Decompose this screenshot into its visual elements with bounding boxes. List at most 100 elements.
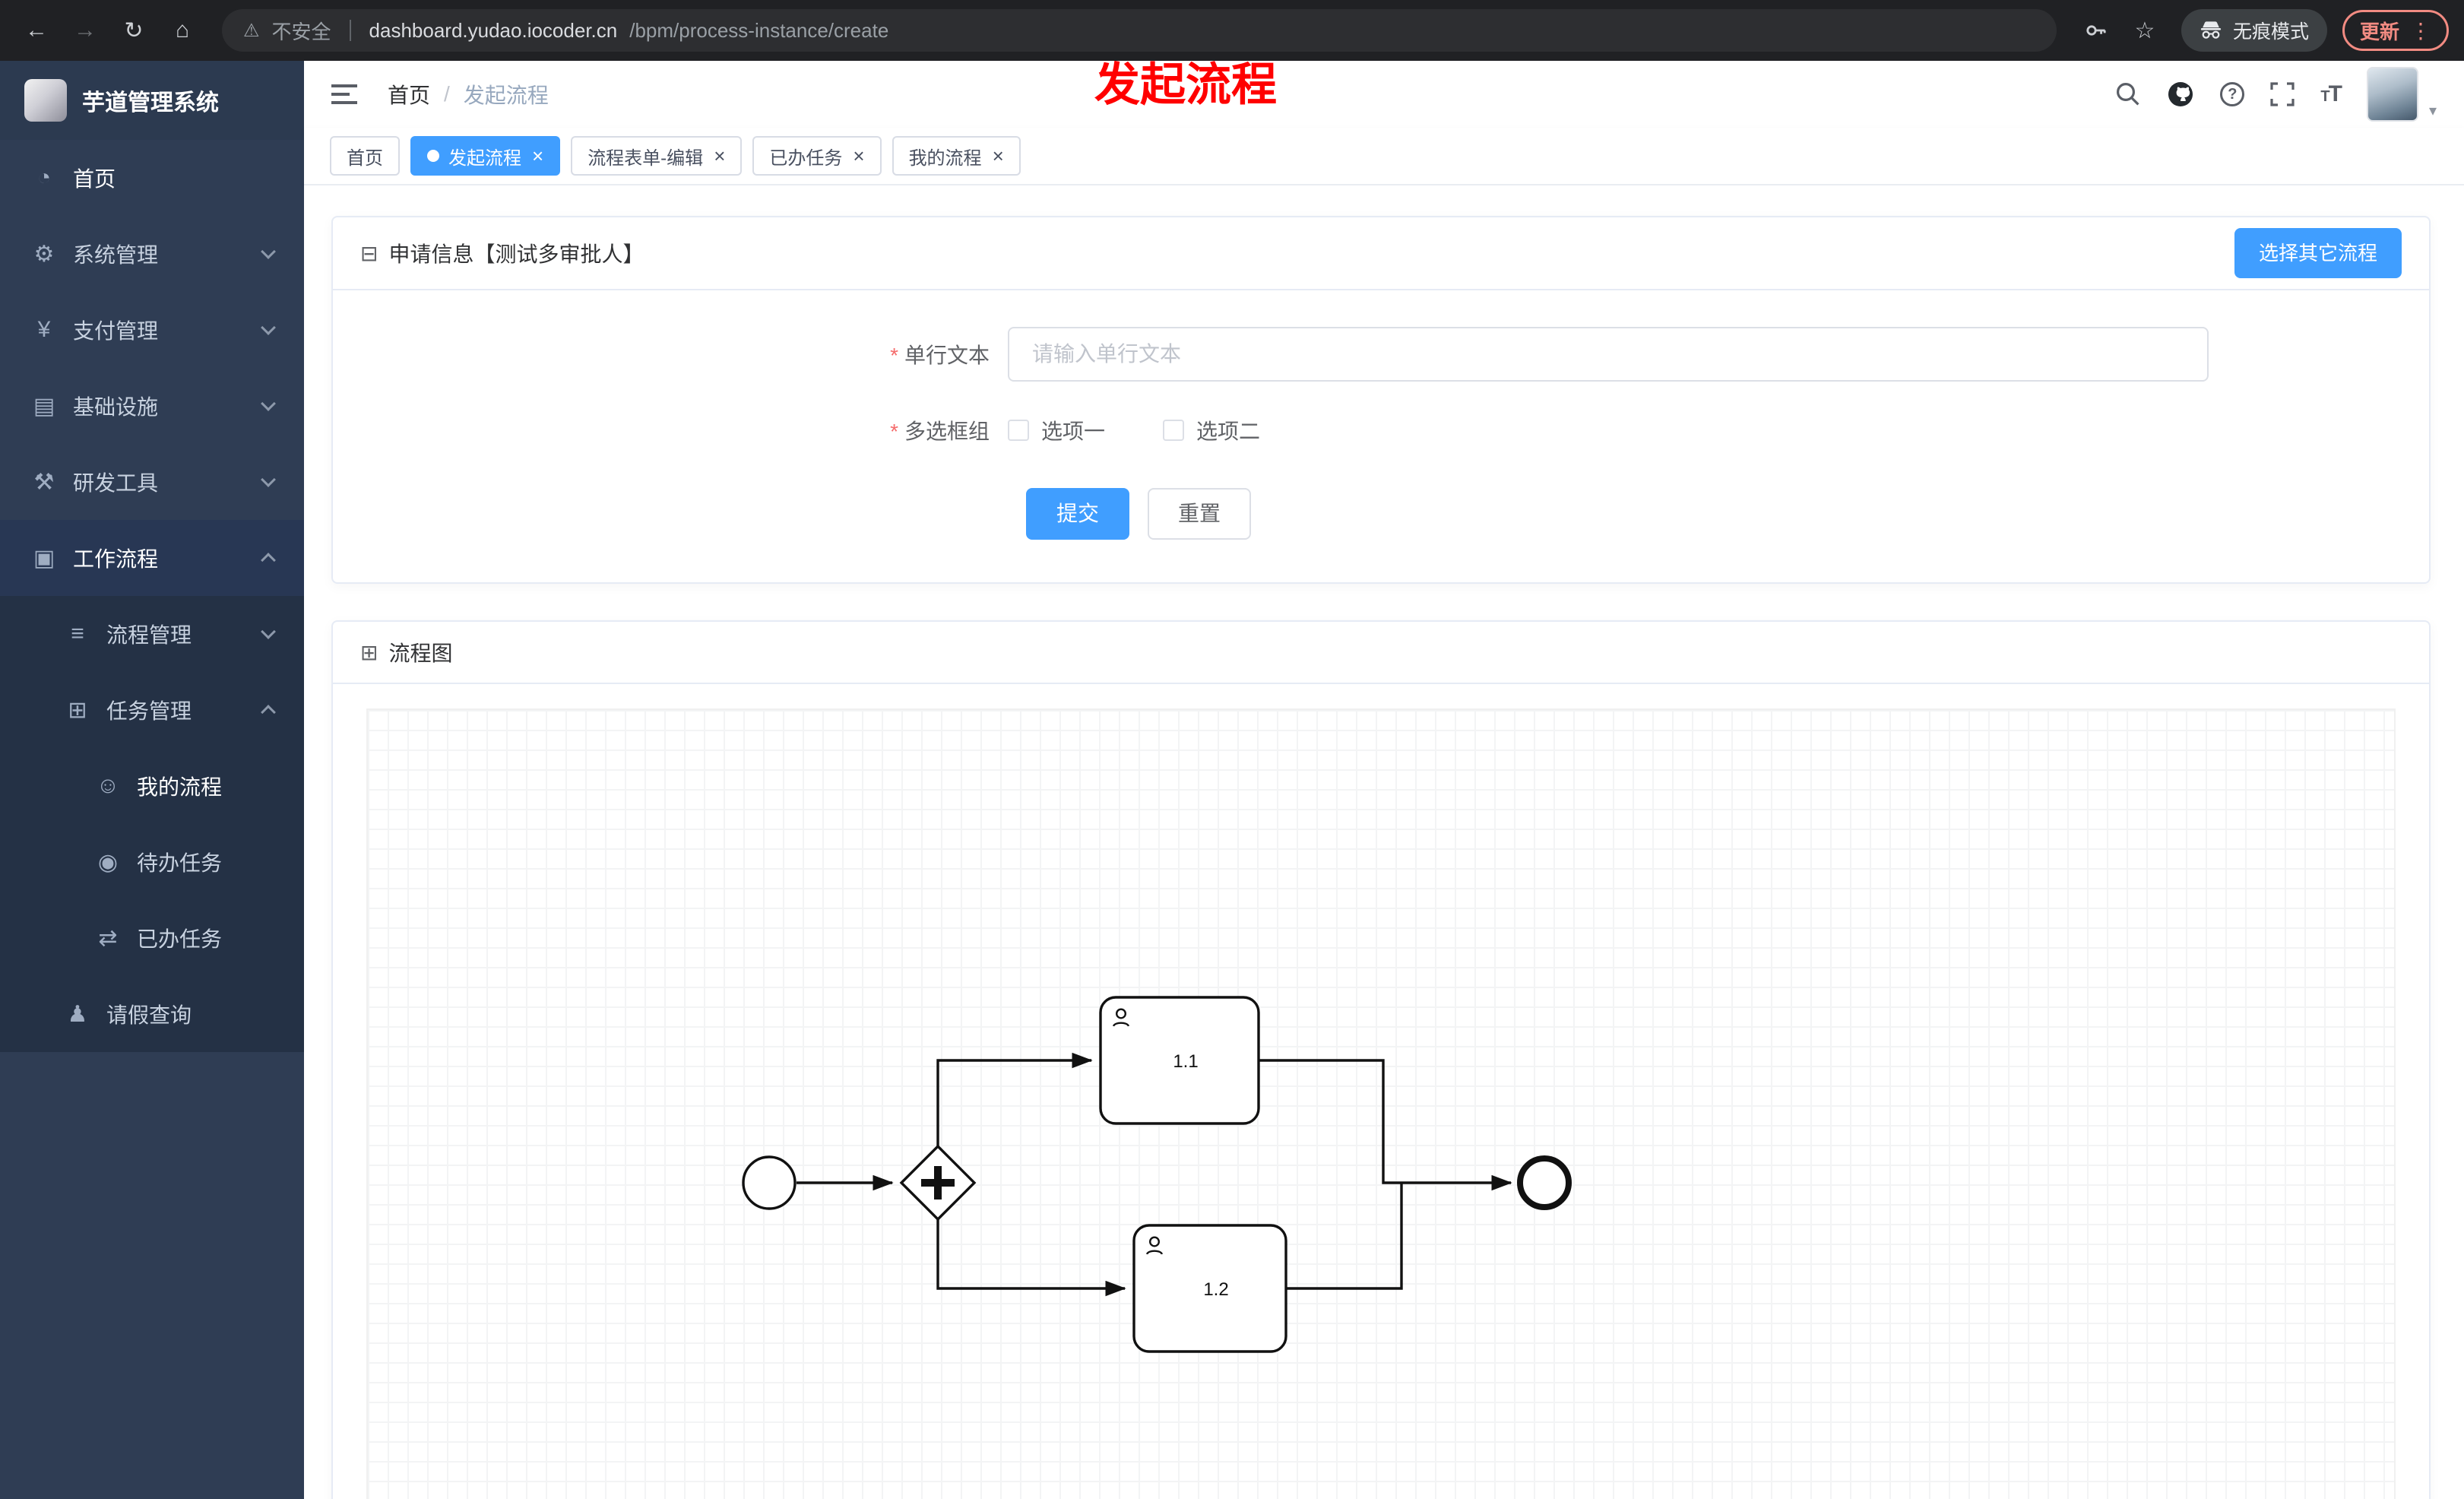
browser-toolbar: ← → ↻ ⌂ ⚠ 不安全 dashboard.yudao.iocoder.cn… — [0, 0, 2464, 61]
option-two-checkbox[interactable] — [1163, 420, 1185, 441]
option-one-checkbox[interactable] — [1008, 420, 1029, 441]
sidebar-collapse-icon[interactable] — [331, 84, 357, 104]
home-icon[interactable]: ⌂ — [175, 17, 190, 43]
menu-label: 任务管理 — [106, 699, 192, 723]
security-label[interactable]: 不安全 — [271, 20, 331, 43]
required-asterisk: * — [890, 344, 898, 367]
star-icon[interactable]: ☆ — [2134, 17, 2155, 43]
avatar-caret-icon[interactable]: ▾ — [2428, 103, 2437, 119]
close-icon[interactable]: × — [532, 144, 544, 167]
sidebar-item-system[interactable]: ⚙ 系统管理 — [0, 216, 304, 292]
chevron-down-icon — [261, 244, 276, 259]
sidebar-item-process-management[interactable]: ≡ 流程管理 — [0, 596, 304, 672]
process-list-icon: ≡ — [71, 621, 84, 646]
key-icon[interactable] — [2075, 9, 2117, 52]
form-card-title: 申请信息【测试多审批人】 — [388, 242, 645, 266]
end-event[interactable] — [1517, 1155, 1572, 1210]
app-title: 芋道管理系统 — [82, 90, 219, 116]
tags-view-bar: 首页 发起流程 × 流程表单-编辑 × 已办任务 × 我的流程 × — [304, 128, 2464, 185]
incognito-icon — [2200, 19, 2222, 42]
tab-process-form-edit[interactable]: 流程表单-编辑 × — [571, 136, 743, 176]
forward-icon[interactable]: → — [74, 17, 97, 43]
chevron-down-icon — [261, 320, 276, 335]
yen-icon: ¥ — [37, 317, 51, 342]
option-two: 选项二 — [1163, 415, 1260, 445]
font-size-icon[interactable]: TT — [2320, 81, 2342, 106]
sidebar-item-task-management[interactable]: ⊞ 任务管理 — [0, 672, 304, 748]
github-icon[interactable] — [2167, 81, 2194, 108]
incognito-badge[interactable]: 无痕模式 — [2181, 9, 2327, 52]
tab-done-tasks[interactable]: 已办任务 × — [752, 136, 882, 176]
address-bar[interactable]: ⚠ 不安全 dashboard.yudao.iocoder.cn/bpm/pro… — [222, 9, 2057, 52]
sidebar-item-workflow[interactable]: ▣ 工作流程 — [0, 520, 304, 596]
breadcrumb: 首页 / 发起流程 — [388, 79, 549, 109]
fullscreen-icon[interactable] — [2270, 82, 2295, 106]
application-form-card: ⊟ 申请信息【测试多审批人】 选择其它流程 *单行文本 *多选框组 — [331, 216, 2431, 584]
sidebar-item-home[interactable]: ◔ 首页 — [0, 140, 304, 216]
close-icon[interactable]: × — [992, 144, 1004, 167]
reset-button[interactable]: 重置 — [1148, 488, 1252, 540]
task-1-1-label: 1.1 — [1173, 1051, 1198, 1072]
sidebar-item-done-tasks[interactable]: ⇄ 已办任务 — [0, 900, 304, 976]
flow-gateway-to-task1 — [936, 1052, 1093, 1146]
form-body: *单行文本 *多选框组 选项一 — [333, 290, 2429, 582]
sidebar-item-leave-query[interactable]: ♟ 请假查询 — [0, 976, 304, 1052]
sidebar: 芋道管理系统 ◔ 首页 ⚙ 系统管理 ¥ 支付管理 ▤ 基础设施 — [0, 61, 304, 1499]
tab-label: 流程表单-编辑 — [587, 147, 704, 169]
menu-label: 工作流程 — [73, 547, 159, 571]
checkbox-group-label: *多选框组 — [890, 420, 990, 443]
user-task-1-2[interactable] — [1132, 1224, 1287, 1353]
menu-label: 基础设施 — [73, 395, 159, 419]
menu-label: 我的流程 — [137, 775, 223, 799]
option-two-label[interactable]: 选项二 — [1196, 420, 1261, 443]
update-button[interactable]: 更新 ⋮ — [2342, 10, 2449, 51]
tab-my-process[interactable]: 我的流程 × — [892, 136, 1021, 176]
start-event[interactable] — [742, 1155, 797, 1210]
bpmn-canvas[interactable]: 1.1 1.2 — [366, 708, 2396, 1499]
search-icon[interactable] — [2115, 81, 2141, 107]
close-icon[interactable]: × — [714, 144, 726, 167]
close-icon[interactable]: × — [853, 144, 865, 167]
required-asterisk: * — [890, 420, 898, 443]
tab-label: 首页 — [347, 147, 383, 169]
sidebar-item-todo-tasks[interactable]: ◉ 待办任务 — [0, 824, 304, 900]
app-logo: 芋道管理系统 — [0, 61, 304, 140]
submit-button[interactable]: 提交 — [1026, 488, 1130, 540]
user-avatar[interactable] — [2366, 67, 2418, 122]
flow-task2-join — [1286, 1183, 1403, 1290]
font-size-small-t: T — [2320, 88, 2329, 105]
chevron-up-icon — [261, 553, 276, 568]
warning-icon: ⚠ — [243, 20, 260, 41]
breadcrumb-home[interactable]: 首页 — [388, 84, 431, 107]
chevron-up-icon — [261, 705, 276, 720]
monitor-icon: ▤ — [33, 393, 55, 419]
single-line-text-input[interactable] — [1008, 327, 2209, 382]
menu-label: 待办任务 — [137, 851, 223, 875]
document-icon: ⊟ — [360, 241, 378, 265]
chevron-down-icon — [261, 472, 276, 487]
menu-label: 流程管理 — [106, 623, 192, 647]
gear-icon: ⚙ — [33, 241, 55, 267]
menu-dots-icon[interactable]: ⋮ — [2410, 18, 2431, 43]
choose-other-process-button[interactable]: 选择其它流程 — [2234, 228, 2402, 278]
main-area: 发起流程 首页 / 发起流程 ? — [304, 59, 2464, 1499]
menu-label: 首页 — [73, 167, 116, 191]
menu-label: 请假查询 — [106, 1003, 192, 1027]
tools-icon: ⚒ — [33, 469, 55, 495]
flow-task1-to-end — [1259, 1059, 1512, 1191]
sidebar-item-my-process[interactable]: ☺ 我的流程 — [0, 748, 304, 824]
user-task-1-1[interactable] — [1099, 996, 1260, 1125]
sidebar-item-infrastructure[interactable]: ▤ 基础设施 — [0, 368, 304, 444]
checkbox-group-row: *多选框组 选项一 选项二 — [333, 415, 2429, 445]
tab-label: 已办任务 — [769, 147, 843, 169]
tab-home[interactable]: 首页 — [330, 136, 400, 176]
help-icon[interactable]: ? — [2220, 82, 2245, 106]
sidebar-item-payment[interactable]: ¥ 支付管理 — [0, 292, 304, 368]
tab-initiate-process[interactable]: 发起流程 × — [410, 136, 561, 176]
back-icon[interactable]: ← — [25, 17, 48, 43]
sidebar-item-devtools[interactable]: ⚒ 研发工具 — [0, 444, 304, 520]
reload-icon[interactable]: ↻ — [124, 17, 144, 43]
url-path: /bpm/process-instance/create — [629, 18, 889, 42]
process-diagram-card: ⊞ 流程图 — [331, 620, 2431, 1499]
option-one-label[interactable]: 选项一 — [1041, 420, 1106, 443]
